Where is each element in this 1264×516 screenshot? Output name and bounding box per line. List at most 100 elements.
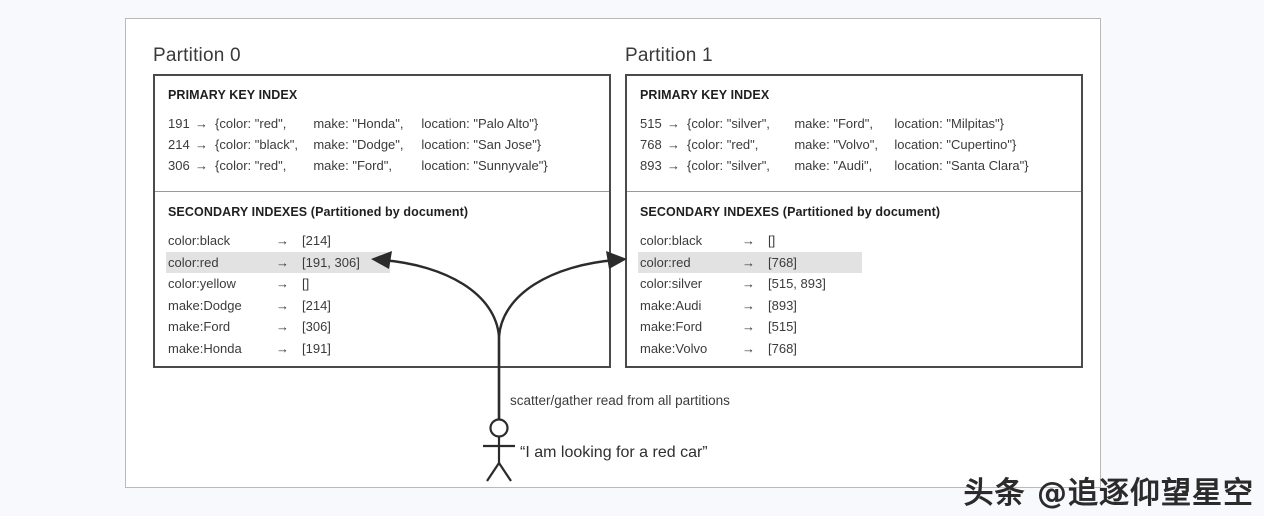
arrow-right-icon: → [276,254,289,270]
si-value: [768] [768,254,797,270]
pk-id: 214 [168,137,190,152]
pk-color-field: color: "red", [219,116,287,131]
stick-figure-head-icon [489,418,509,438]
primary-key-row: 515 → { color: "silver", make: "Ford", l… [640,113,1069,134]
scatter-gather-label: scatter/gather read from all partitions [510,393,730,408]
secondary-index-row: make:Ford → [306] [166,316,390,338]
si-key: color:silver [640,276,703,291]
secondary-index-row: make:Audi → [893] [638,295,862,317]
stick-figure-legs-icon [486,462,512,482]
si-value: [191] [302,340,331,356]
primary-key-row: 306 → { color: "red", make: "Ford", loca… [168,155,597,176]
si-value: [515] [768,319,797,334]
partition-0-secondary-indexes: SECONDARY INDEXES (Partitioned by docume… [155,192,609,367]
user-query-quote: “I am looking for a red car” [520,444,708,461]
pk-id: 515 [640,116,662,131]
arrow-right-icon: → [742,233,755,248]
pk-location-field: location: "Santa Clara"} [894,158,1029,173]
secondary-index-row-highlighted: color:red → [768] [638,251,862,273]
si-value: [768] [768,340,797,356]
secondary-index-row-highlighted: color:red → [191, 306] [166,251,390,273]
partition-1: Partition 1 PRIMARY KEY INDEX 515 → { co… [625,45,1083,368]
si-key: make:Dodge [168,297,242,313]
si-value: [306] [302,319,331,334]
pk-make-field: make: "Honda", [313,116,404,131]
pk-color-field: color: "black", [219,137,298,152]
primary-key-row: 191 → { color: "red", make: "Honda", loc… [168,113,597,134]
arrow-right-icon: → [195,137,208,152]
partition-1-title: Partition 1 [625,45,713,66]
arrow-right-icon: → [276,233,289,248]
partition-0-title: Partition 0 [153,45,241,66]
pk-brace: { [215,158,220,173]
pk-id: 306 [168,158,190,173]
si-key: color:black [640,233,703,248]
si-key: color:red [168,254,219,270]
primary-key-row: 768 → { color: "red", make: "Volvo", loc… [640,134,1069,155]
arrow-right-icon: → [742,319,755,334]
si-value: [893] [768,297,797,313]
partition-0-primary-key-index: PRIMARY KEY INDEX 191 → { color: "red", … [155,76,609,192]
si-key: make:Volvo [640,340,708,356]
si-key: color:red [640,254,691,270]
section-title-secondary: SECONDARY INDEXES (Partitioned by docume… [168,205,469,219]
si-value: [] [768,233,776,248]
pk-id: 768 [640,137,662,152]
si-value: [214] [302,233,331,248]
pk-make-field: make: "Ford", [313,158,392,173]
arrow-right-icon: → [742,276,755,291]
pk-color-field: color: "silver", [691,116,770,131]
arrow-right-icon: → [195,116,208,131]
secondary-index-row: color:black → [214] [166,230,390,252]
secondary-index-row: make:Volvo → [768] [638,338,862,360]
partition-1-secondary-indexes: SECONDARY INDEXES (Partitioned by docume… [627,192,1081,367]
si-key: color:black [168,233,231,248]
partition-1-box: PRIMARY KEY INDEX 515 → { color: "silver… [625,74,1083,368]
pk-location-field: location: "Cupertino"} [894,137,1017,152]
pk-make-field: make: "Audi", [794,158,873,173]
arrow-right-icon: → [276,319,289,334]
arrow-right-icon: → [742,340,755,356]
partition-0-box: PRIMARY KEY INDEX 191 → { color: "red", … [153,74,611,368]
secondary-index-row: color:black → [] [638,230,862,252]
pk-color-field: color: "silver", [691,158,770,173]
si-value: [214] [302,297,331,313]
secondary-index-row: make:Ford → [515] [638,316,862,338]
si-value: [191, 306] [302,254,360,270]
arrow-right-icon: → [195,158,208,173]
si-key: color:yellow [168,276,236,291]
pk-brace: { [687,158,692,173]
si-key: make:Audi [640,297,702,313]
primary-key-row: 214 → { color: "black", make: "Dodge", l… [168,134,597,155]
pk-id: 191 [168,116,190,131]
section-title-secondary: SECONDARY INDEXES (Partitioned by docume… [640,205,941,219]
section-title-primary: PRIMARY KEY INDEX [640,88,770,102]
pk-make-field: make: "Dodge", [313,137,404,152]
arrow-right-icon: → [742,297,755,313]
arrow-right-icon: → [667,158,680,173]
pk-location-field: location: "Palo Alto"} [421,116,539,131]
si-value: [] [302,276,310,291]
arrow-right-icon: → [276,297,289,313]
pk-brace: { [687,116,692,131]
pk-color-field: color: "red", [691,137,759,152]
arrow-right-icon: → [276,340,289,356]
secondary-index-row: color:yellow → [] [166,273,390,295]
pk-make-field: make: "Ford", [794,116,873,131]
arrow-right-icon: → [742,254,755,270]
pk-color-field: color: "red", [219,158,287,173]
secondary-index-row: color:silver → [515, 893] [638,273,862,295]
si-key: make:Honda [168,340,242,356]
pk-location-field: location: "San Jose"} [421,137,542,152]
si-key: make:Ford [640,319,703,334]
pk-location-field: location: "Milpitas"} [894,116,1005,131]
arrow-right-icon: → [667,137,680,152]
pk-brace: { [215,137,220,152]
figure-frame: Partition 0 PRIMARY KEY INDEX 191 → { co… [125,18,1101,488]
pk-brace: { [687,137,692,152]
pk-id: 893 [640,158,662,173]
secondary-index-row: make:Dodge → [214] [166,295,390,317]
watermark: 头条 @追逐仰望星空 [963,476,1254,511]
pk-brace: { [215,116,220,131]
partition-0: Partition 0 PRIMARY KEY INDEX 191 → { co… [153,45,611,368]
